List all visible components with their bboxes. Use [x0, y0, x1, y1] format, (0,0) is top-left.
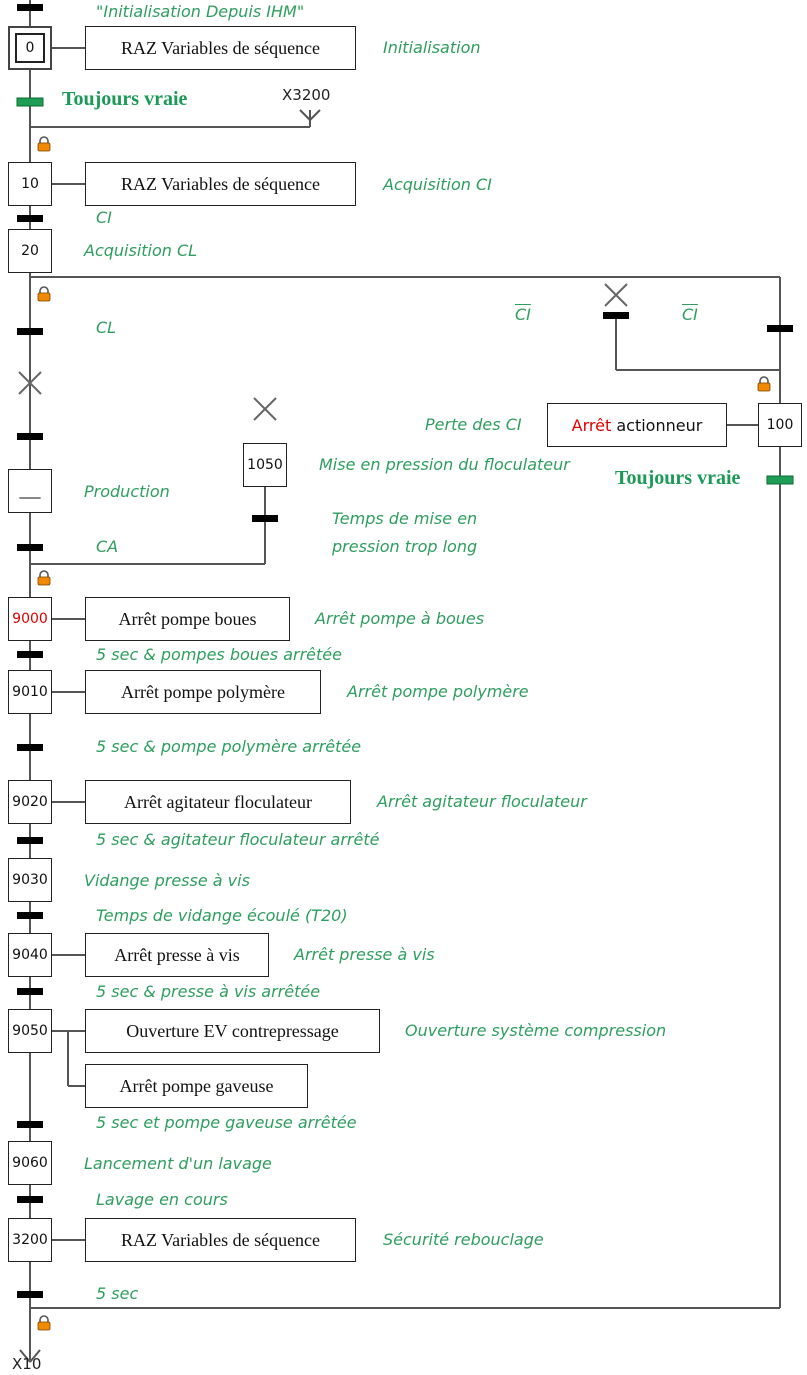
comment-transition-polymere: 5 sec & pompe polymère arrêtée: [96, 737, 362, 756]
comment-vidange: Vidange presse à vis: [84, 871, 250, 890]
always-true-transition: [766, 475, 794, 485]
action-raz-variables-10[interactable]: RAZ Variables de séquence: [85, 162, 356, 206]
step-9010[interactable]: 9010: [8, 670, 52, 714]
action-arret-actionneur[interactable]: Arrêt actionneur: [547, 403, 727, 447]
comment-arret-pompe-a-boues: Arrêt pompe à boues: [315, 609, 485, 628]
action-arret-pompe-polymere[interactable]: Arrêt pompe polymère: [85, 670, 321, 714]
transition-bar: [17, 988, 43, 995]
transition-bar: [767, 325, 793, 332]
lock-icon: [37, 570, 51, 586]
comment-acquisition-cl: Acquisition CL: [84, 241, 198, 260]
action-arret-presse[interactable]: Arrêt presse à vis: [85, 933, 269, 977]
step-production[interactable]: ___: [8, 469, 52, 513]
label-x10: X10: [12, 1355, 42, 1373]
step-9060[interactable]: 9060: [8, 1141, 52, 1185]
lock-icon: [757, 376, 771, 392]
step-100[interactable]: 100: [758, 403, 802, 447]
step-20[interactable]: 20: [8, 229, 52, 273]
transition-bar: [17, 837, 43, 844]
comment-initialisation: Initialisation: [383, 38, 481, 57]
step-9050[interactable]: 9050: [8, 1009, 52, 1053]
comment-transition-gaveuse: 5 sec et pompe gaveuse arrêtée: [96, 1113, 357, 1132]
comment-perte-ci: Perte des CI: [425, 415, 522, 434]
step-9000[interactable]: 9000: [8, 597, 52, 641]
transition-bar: [17, 4, 43, 11]
comment-transition-boues: 5 sec & pompes boues arrêtée: [96, 645, 342, 664]
comment-lavage-en-cours: Lavage en cours: [96, 1190, 228, 1209]
label-toujours-vraie-2: Toujours vraie: [615, 467, 741, 489]
comment-temps-mise-line1: Temps de mise en: [332, 509, 478, 528]
comment-arret-presse: Arrêt presse à vis: [294, 945, 435, 964]
comment-mise-pression: Mise en pression du floculateur: [319, 455, 570, 474]
action-arret-gaveuse[interactable]: Arrêt pompe gaveuse: [85, 1064, 308, 1108]
step-0-label: 0: [15, 33, 45, 63]
transition-bar: [17, 1196, 43, 1203]
comment-ci-negated-2: CI: [682, 305, 698, 324]
comment-transition-vidange: Temps de vidange écoulé (T20): [96, 906, 348, 925]
transition-bar: [17, 744, 43, 751]
step-9030[interactable]: 9030: [8, 858, 52, 902]
comment-transition-presse: 5 sec & presse à vis arrêtée: [96, 982, 321, 1001]
action-raz-variables-3200[interactable]: RAZ Variables de séquence: [85, 1218, 356, 1262]
transition-bar: [17, 215, 43, 222]
comment-ca: CA: [96, 537, 119, 556]
transition-bar: [17, 1121, 43, 1128]
transition-bar: [17, 912, 43, 919]
comment-ci: CI: [96, 208, 112, 227]
action-arret-pompe-boues[interactable]: Arrêt pompe boues: [85, 597, 290, 641]
comment-production: Production: [84, 482, 170, 501]
step-0[interactable]: 0: [8, 26, 52, 70]
comment-securite-rebouclage: Sécurité rebouclage: [383, 1230, 544, 1249]
label-x3200: X3200: [282, 86, 331, 104]
comment-arret-agitateur: Arrêt agitateur floculateur: [377, 792, 587, 811]
transition-bar: [17, 544, 43, 551]
always-true-transition: [16, 97, 44, 107]
transition-bar: [17, 328, 43, 335]
comment-lancement-lavage: Lancement d'un lavage: [84, 1154, 272, 1173]
action-ouverture-ev[interactable]: Ouverture EV contrepressage: [85, 1009, 380, 1053]
transition-bar: [17, 1291, 43, 1298]
label-toujours-vraie-1: Toujours vraie: [62, 88, 188, 110]
comment-ouverture-systeme: Ouverture système compression: [405, 1021, 667, 1040]
comment-ci-negated-1: CI: [515, 305, 531, 324]
action-raz-variables-0[interactable]: RAZ Variables de séquence: [85, 26, 356, 70]
lock-icon: [37, 286, 51, 302]
step-1050[interactable]: 1050: [243, 443, 287, 487]
comment-cl: CL: [96, 318, 117, 337]
transition-bar: [603, 312, 629, 319]
lock-icon: [37, 136, 51, 152]
arret-warning-word: Arrêt: [571, 415, 612, 435]
comment-init-ihm: "Initialisation Depuis IHM": [96, 2, 305, 21]
step-9020[interactable]: 9020: [8, 780, 52, 824]
transition-bar: [17, 433, 43, 440]
comment-arret-pompe-polymere: Arrêt pompe polymère: [347, 682, 529, 701]
lock-icon: [37, 1315, 51, 1331]
action-arret-agitateur[interactable]: Arrêt agitateur floculateur: [85, 780, 351, 824]
step-10[interactable]: 10: [8, 162, 52, 206]
comment-acquisition-ci: Acquisition CI: [383, 175, 492, 194]
comment-temps-mise-line2: pression trop long: [332, 537, 478, 556]
comment-transition-5sec: 5 sec: [96, 1284, 139, 1303]
actionneur-word: actionneur: [611, 415, 703, 435]
step-9040[interactable]: 9040: [8, 933, 52, 977]
transition-bar: [252, 515, 278, 522]
transition-bar: [17, 651, 43, 658]
comment-transition-agitateur: 5 sec & agitateur floculateur arrêté: [96, 830, 380, 849]
step-3200[interactable]: 3200: [8, 1218, 52, 1262]
